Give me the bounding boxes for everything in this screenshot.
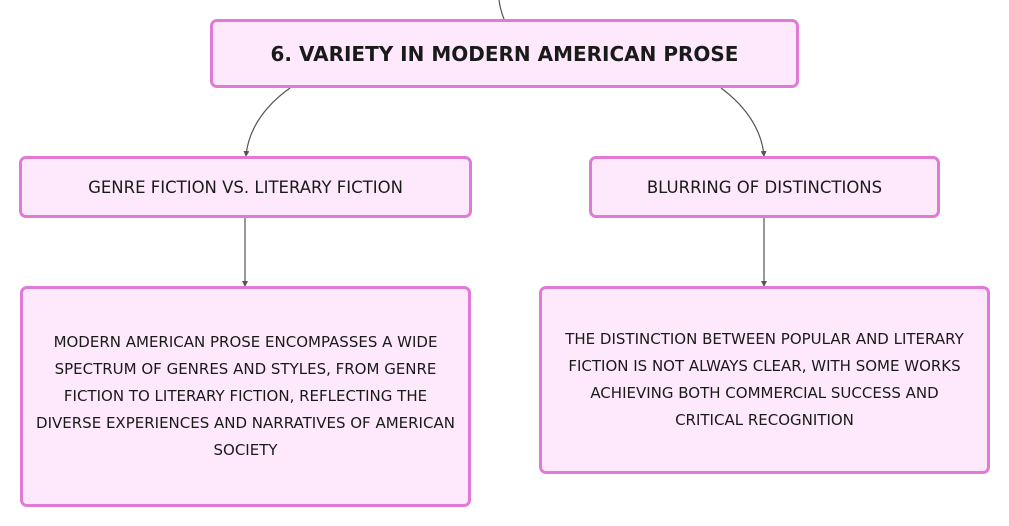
detail-node-genre-vs-literary[interactable]: MODERN AMERICAN PROSE ENCOMPASSES A WIDE… xyxy=(20,286,471,507)
topic-node-label: GENRE FICTION VS. LITERARY FICTION xyxy=(88,177,403,197)
detail-node-text: THE DISTINCTION BETWEEN POPULAR AND LITE… xyxy=(565,330,964,429)
topic-node-label: BLURRING OF DISTINCTIONS xyxy=(646,177,883,197)
parent-connector xyxy=(498,0,505,20)
topic-node-genre-vs-literary[interactable]: GENRE FICTION VS. LITERARY FICTION xyxy=(19,156,472,218)
root-node[interactable]: 6. VARIETY IN MODERN AMERICAN PROSE xyxy=(210,19,799,88)
root-to-genre-connector xyxy=(243,87,291,157)
detail-node-blurring[interactable]: THE DISTINCTION BETWEEN POPULAR AND LITE… xyxy=(539,286,990,474)
detail-node-text: MODERN AMERICAN PROSE ENCOMPASSES A WIDE… xyxy=(36,333,455,459)
root-to-blurring-connector xyxy=(720,87,767,157)
topic-node-blurring[interactable]: BLURRING OF DISTINCTIONS xyxy=(589,156,940,218)
root-node-label: 6. VARIETY IN MODERN AMERICAN PROSE xyxy=(270,41,739,66)
